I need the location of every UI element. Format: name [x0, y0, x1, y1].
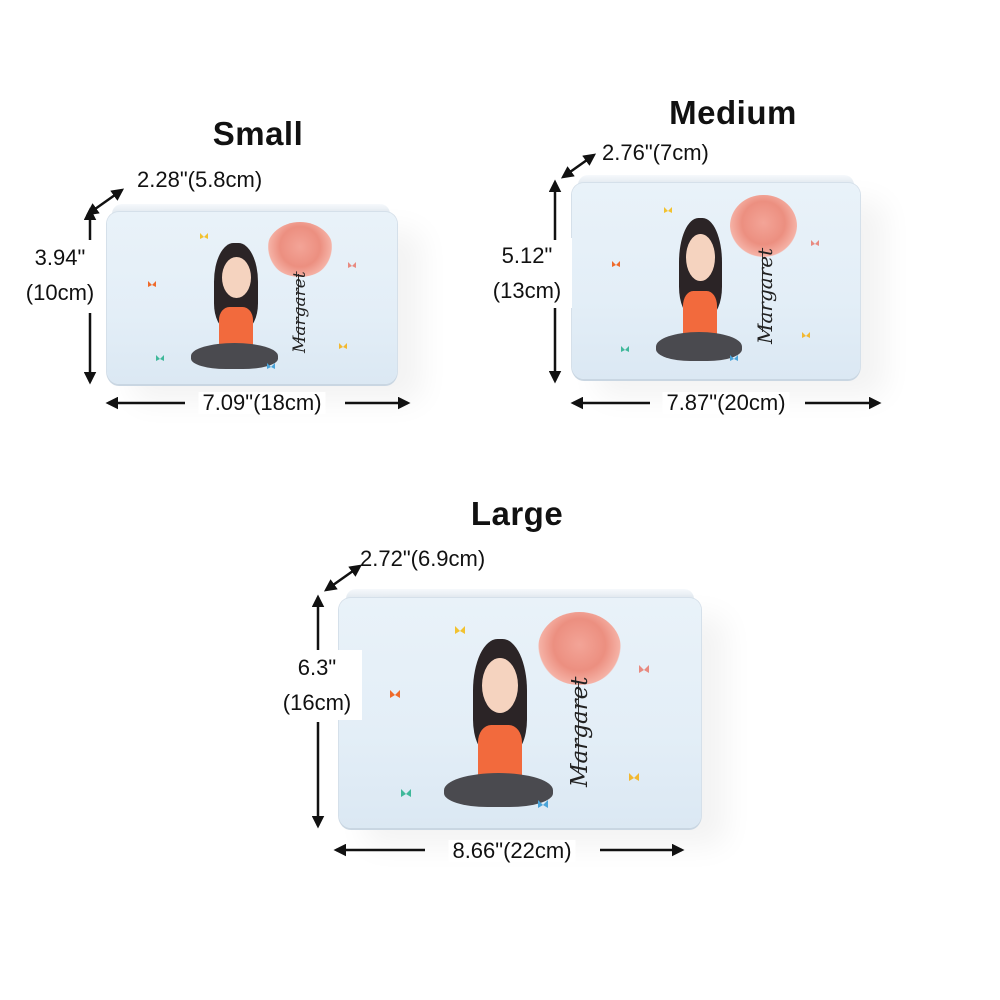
girl-face [221, 256, 251, 298]
butterfly-icon [811, 239, 820, 246]
tin-lid-small [112, 204, 390, 214]
butterfly-icon [339, 342, 347, 349]
depth-arrow-medium [560, 153, 597, 179]
tin-small: Margaret [107, 212, 397, 384]
depth-label-medium: 2.76"(7cm) [602, 140, 709, 165]
girl-shirt [478, 724, 522, 782]
butterfly-icon [538, 800, 549, 809]
width-label-medium: 7.87"(20cm) [662, 392, 790, 414]
butterfly-icon [156, 354, 165, 361]
butterfly-icon [664, 206, 673, 213]
rose-flower [538, 611, 622, 686]
butterfly-icon [639, 664, 650, 673]
girl-legs [191, 342, 279, 369]
tin-large: Margaret [339, 598, 701, 828]
butterfly-icon [620, 345, 629, 352]
girl-shirt [218, 306, 254, 350]
butterfly-icon [802, 331, 811, 338]
rose-stem [762, 253, 764, 332]
size-title-large: Large [470, 495, 564, 532]
height-inches: 6.3" [297, 655, 337, 680]
girl-legs [655, 331, 742, 362]
butterfly-icon [199, 232, 208, 239]
depth-label-large: 2.72"(6.9cm) [360, 546, 486, 571]
rose-flower [266, 222, 334, 278]
girl-shirt [682, 290, 718, 340]
butterfly-icon [612, 261, 621, 268]
butterfly-icon [400, 788, 411, 797]
tin-lid-large [346, 589, 694, 599]
height-inches: 5.12" [501, 243, 553, 268]
width-label-small: 7.09"(18cm) [198, 392, 326, 414]
butterfly-icon [147, 280, 156, 287]
width-label-large: 8.66"(22cm) [448, 840, 576, 862]
depth-arrow-small [85, 188, 125, 216]
butterfly-icon [454, 625, 465, 634]
size-title-small: Small [212, 115, 304, 152]
rose-flower [730, 194, 797, 258]
rose-stem [298, 273, 300, 343]
depth-label-small: 2.28"(5.8cm) [137, 167, 263, 192]
height-label-medium: 5.12" (13cm) [482, 238, 572, 308]
girl-face [481, 657, 519, 713]
butterfly-icon [389, 690, 400, 698]
girl-face [685, 233, 715, 281]
girl-illustration [572, 183, 860, 379]
height-inches: 3.94" [34, 245, 86, 270]
tin-lid-medium [578, 175, 854, 185]
height-cm: (10cm) [25, 280, 95, 305]
size-title-medium: Medium [669, 94, 797, 131]
height-cm: (13cm) [492, 278, 562, 303]
girl-legs [443, 772, 553, 808]
height-cm: (16cm) [282, 690, 352, 715]
girl-illustration [107, 212, 397, 384]
butterfly-icon [628, 772, 639, 781]
butterfly-icon [266, 363, 275, 370]
butterfly-icon [730, 355, 739, 362]
rose-stem [577, 680, 579, 773]
height-label-large: 6.3" (16cm) [272, 650, 362, 720]
butterfly-icon [347, 261, 356, 268]
depth-arrow-large [323, 564, 363, 592]
girl-illustration [339, 598, 701, 828]
height-label-small: 3.94" (10cm) [18, 240, 102, 310]
tin-medium: Margaret [572, 183, 860, 379]
